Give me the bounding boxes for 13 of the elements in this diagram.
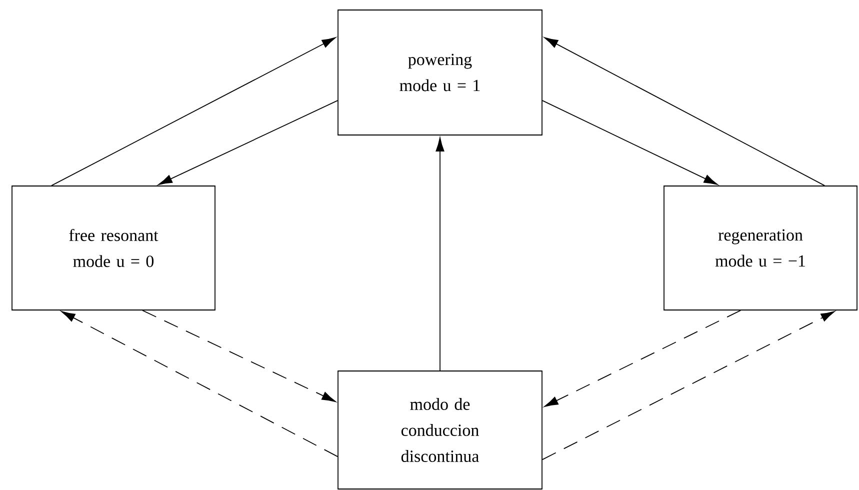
state-box: powering mode u = 1 xyxy=(338,10,542,136)
arrow xyxy=(61,311,338,457)
arrow xyxy=(158,100,338,185)
arrow xyxy=(436,137,444,371)
state-box: free resonant mode u = 0 xyxy=(12,186,216,310)
state-box: modo de conduccion discontinua xyxy=(338,370,542,490)
state-box: regeneration mode u = −1 xyxy=(664,186,858,310)
arrow xyxy=(542,100,718,185)
arrow xyxy=(51,37,336,186)
arrow xyxy=(544,37,825,186)
arrow xyxy=(542,311,835,460)
arrow xyxy=(142,310,336,402)
arrow xyxy=(544,310,741,407)
